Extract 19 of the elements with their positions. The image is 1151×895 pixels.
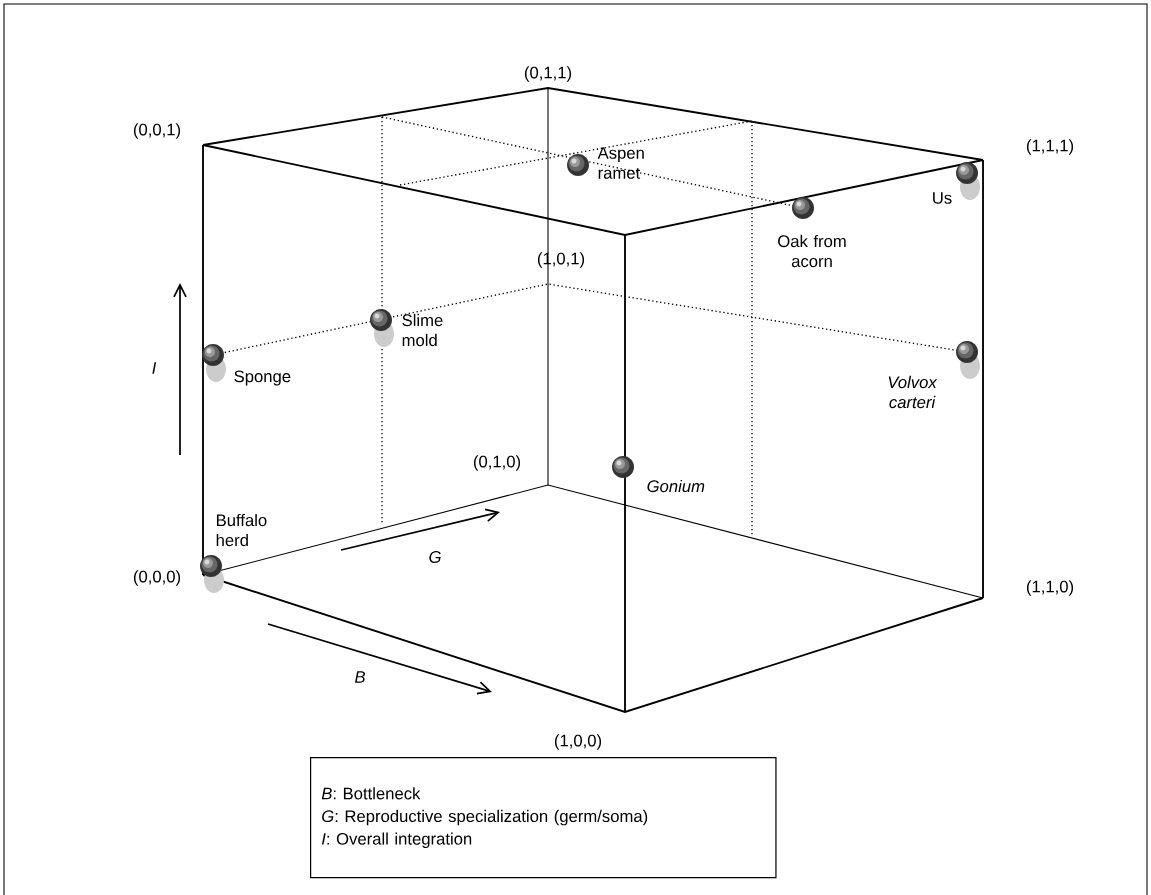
legend-box: B: Bottleneck G: Reproductive specialization (germ/soma) I: Overall integration [310, 757, 777, 879]
axis-label: G [429, 551, 441, 563]
corner-label: (1,1,0) [1026, 580, 1074, 596]
point-label: Slime mold [402, 313, 443, 347]
point-label: Volvox carteri [888, 375, 938, 409]
corner-label: (0,1,1) [524, 66, 572, 82]
corner-label: (0,0,0) [133, 570, 181, 586]
point-label: Gonium [647, 479, 705, 493]
point-label: Sponge [234, 370, 291, 386]
corner-label: (1,1,1) [1026, 139, 1074, 155]
axis-label: B [354, 671, 365, 683]
corner-label: (0,1,0) [473, 455, 521, 471]
point-label: Buffalo herd [216, 513, 267, 547]
point-label: Oak from acorn [778, 234, 846, 268]
axis-label: I [152, 362, 157, 374]
corner-label: (1,0,1) [537, 252, 585, 268]
point-label: Us [933, 192, 952, 204]
point-label: Aspen ramet [597, 147, 644, 179]
corner-label: (0,0,1) [133, 123, 181, 139]
